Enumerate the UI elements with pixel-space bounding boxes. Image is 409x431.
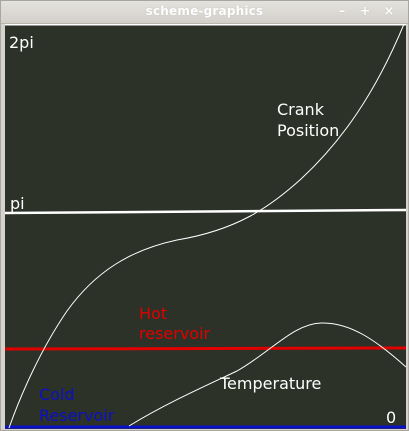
- temperature-curve: [128, 322, 406, 427]
- zero-label: 0: [386, 408, 397, 427]
- cold-label-line1: Cold: [39, 385, 75, 404]
- cold-label-line2: Reservoir: [39, 406, 115, 425]
- pi-line: [5, 208, 406, 215]
- pi-label: pi: [10, 194, 25, 213]
- title-bar[interactable]: scheme-graphics – + ×: [1, 1, 408, 24]
- hot-label-line1: Hot: [139, 304, 168, 323]
- hot-reservoir-line: [5, 346, 406, 351]
- graphics-canvas: 2pi pi 0 Crank Position Hot reservoir Co…: [5, 24, 406, 429]
- temperature-label: Temperature: [220, 374, 322, 393]
- close-button[interactable]: ×: [383, 4, 395, 19]
- minimize-button[interactable]: –: [338, 4, 346, 19]
- plot-svg: [5, 24, 406, 429]
- window-title: scheme-graphics: [145, 4, 264, 18]
- two-pi-label: 2pi: [9, 33, 34, 52]
- maximize-button[interactable]: +: [359, 4, 371, 19]
- crank-position-curve: [8, 24, 405, 429]
- crank-label-line2: Position: [277, 121, 340, 140]
- hot-label-line2: reservoir: [139, 324, 211, 343]
- crank-label-line1: Crank: [277, 100, 324, 119]
